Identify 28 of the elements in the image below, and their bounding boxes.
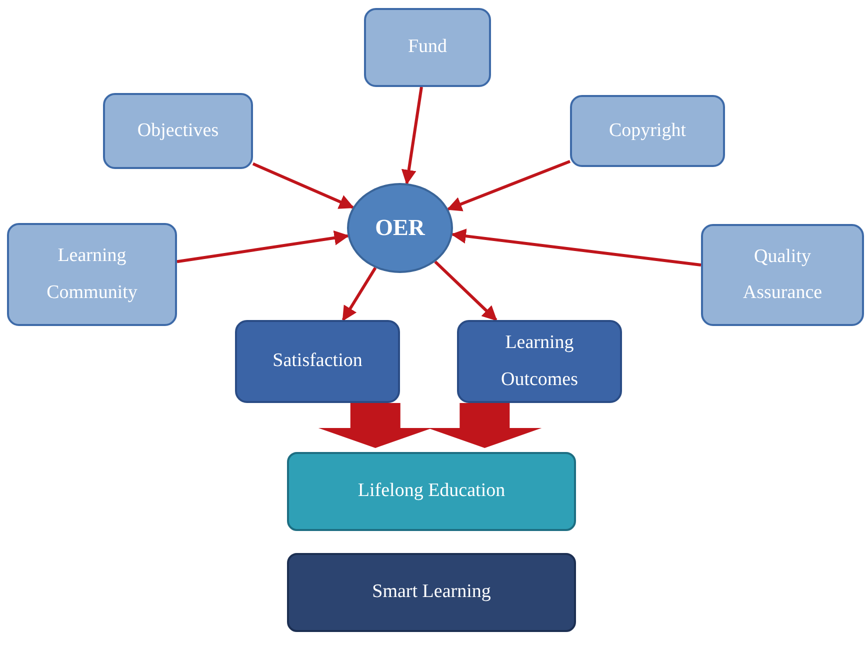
- outcome-box: [457, 320, 622, 403]
- arrow: [401, 86, 423, 185]
- factor-box: [7, 223, 177, 326]
- node-label: Fund: [408, 35, 448, 60]
- node-label: Lifelong Education: [358, 479, 506, 504]
- factor-box: [701, 224, 864, 326]
- arrow: [176, 230, 350, 264]
- node-label: OER: [375, 214, 425, 242]
- node-label: Satisfaction: [272, 349, 362, 374]
- node-label: Learning Outcomes: [500, 331, 580, 392]
- arrow: [434, 260, 498, 322]
- factor-box: [364, 8, 491, 87]
- outcome-box: [235, 320, 400, 403]
- block-arrow: [318, 403, 432, 448]
- arrow: [446, 160, 571, 212]
- result-box: [287, 452, 576, 531]
- arrow: [450, 228, 702, 266]
- node-label: Quality Assurance: [742, 244, 824, 305]
- factor-box: [103, 93, 253, 169]
- node-label: Learning Community: [46, 244, 138, 304]
- arrow: [342, 267, 377, 322]
- block-arrow: [428, 403, 542, 448]
- factor-box: [570, 95, 725, 167]
- node-label: Objectives: [137, 118, 219, 143]
- arrow: [252, 162, 354, 209]
- node-label: Copyright: [608, 118, 686, 143]
- goal-box: [287, 553, 576, 632]
- node-label: Smart Learning: [372, 580, 491, 604]
